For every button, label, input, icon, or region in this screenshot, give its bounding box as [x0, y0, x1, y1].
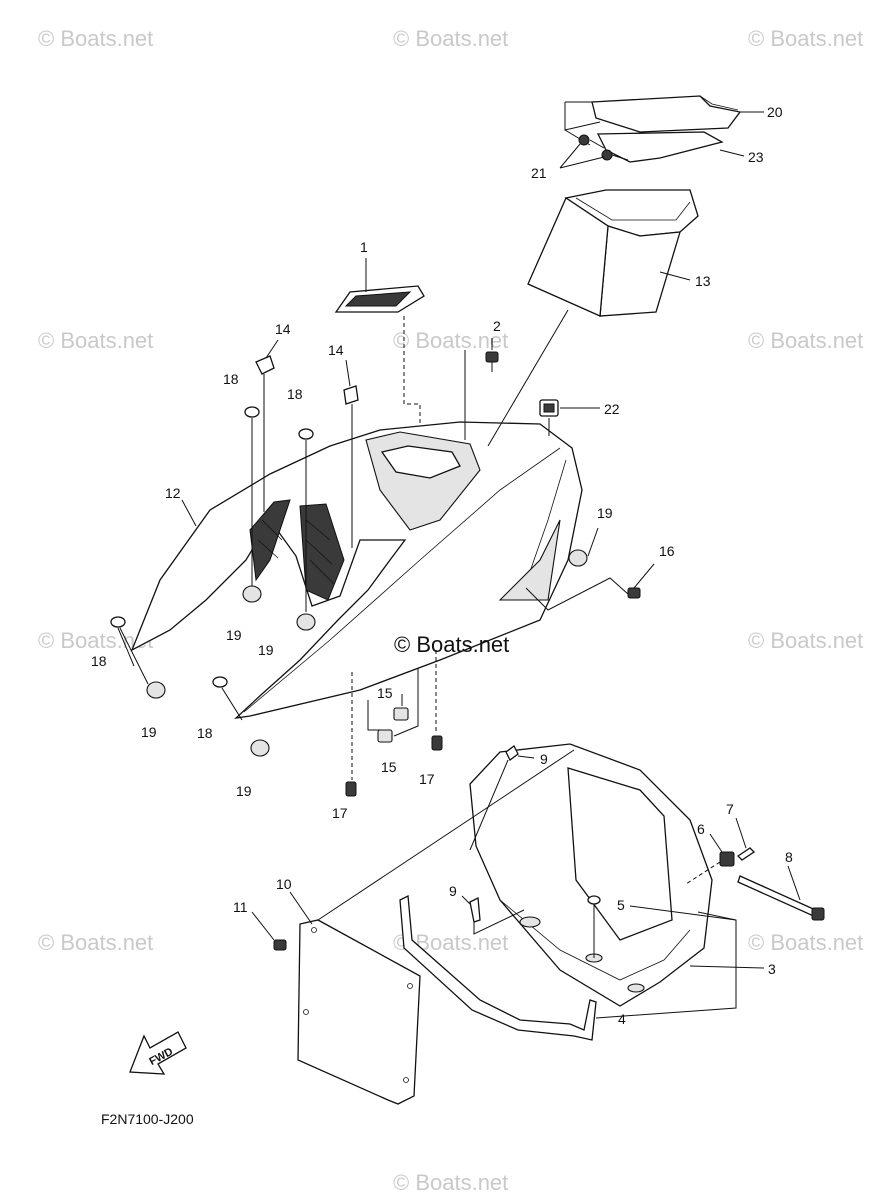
screw-part-11[interactable] — [273, 939, 287, 951]
callout-5: 5 — [617, 897, 625, 913]
vent-grille-part-1[interactable] — [334, 285, 425, 313]
watermark: © Boats.net — [748, 628, 863, 653]
watermark: © Boats.net — [748, 26, 863, 51]
pin-part-7[interactable] — [736, 847, 756, 861]
callout-6: 6 — [697, 821, 705, 837]
panel-part-10[interactable] — [297, 919, 421, 1105]
watermark: © Boats.net — [38, 26, 153, 51]
callout-19: 19 — [236, 783, 252, 799]
callout-1: 1 — [360, 239, 368, 255]
seat-pad-part-23[interactable] — [596, 131, 724, 163]
callout-16: 16 — [659, 543, 675, 559]
screw-part-21[interactable] — [578, 134, 629, 161]
bolt-part-16[interactable] — [627, 587, 641, 599]
callout-14: 14 — [328, 342, 344, 358]
callout-18: 18 — [223, 371, 239, 387]
watermark: © Boats.net — [393, 328, 508, 353]
callout-14: 14 — [275, 321, 291, 337]
callout-18: 18 — [91, 653, 107, 669]
diagram-code: F2N7100-J200 — [101, 1111, 194, 1127]
callout-19: 19 — [141, 724, 157, 740]
callout-18: 18 — [197, 725, 213, 741]
callout-12: 12 — [165, 485, 181, 501]
rivet-part-5[interactable] — [587, 895, 601, 905]
leader-lines — [117, 111, 801, 1019]
callout-13: 13 — [695, 273, 711, 289]
callout-8: 8 — [785, 849, 793, 865]
fastener-part-14-right[interactable] — [343, 385, 359, 405]
callout-18: 18 — [287, 386, 303, 402]
watermark: © Boats.net — [393, 26, 508, 51]
seal-strip-part-4[interactable] — [399, 894, 597, 1041]
callout-10: 10 — [276, 876, 292, 892]
callout-17: 17 — [332, 805, 348, 821]
callout-17: 17 — [419, 771, 435, 787]
callout-9: 9 — [540, 751, 548, 767]
watermark: © Boats.net — [38, 328, 153, 353]
screw-part-17[interactable] — [345, 735, 443, 797]
callout-22: 22 — [604, 401, 620, 417]
bolt-part-2[interactable] — [485, 351, 499, 372]
callout-15: 15 — [381, 759, 397, 775]
callout-9: 9 — [449, 883, 457, 899]
callout-21: 21 — [531, 165, 547, 181]
grommet-part-19[interactable] — [146, 549, 588, 757]
seat-top-part-20[interactable] — [591, 95, 742, 133]
cable-part-8[interactable] — [737, 875, 825, 921]
callout-11: 11 — [233, 899, 248, 915]
center-watermark: © Boats.net — [394, 632, 509, 657]
callout-19: 19 — [226, 627, 242, 643]
callout-15: 15 — [377, 685, 393, 701]
lock-part-6[interactable] — [719, 851, 735, 867]
callout-19: 19 — [258, 642, 274, 658]
watermark: © Boats.net — [748, 328, 863, 353]
watermark: © Boats.net — [748, 930, 863, 955]
rivet-part-18[interactable] — [110, 406, 314, 688]
fastener-part-14-left[interactable] — [255, 355, 275, 375]
clip-part-22[interactable] — [539, 399, 559, 417]
callout-23: 23 — [748, 149, 764, 165]
storage-bin-part-13[interactable] — [527, 189, 699, 317]
callout-7: 7 — [726, 801, 734, 817]
storage-tub-part-3[interactable] — [469, 743, 713, 1007]
callout-4: 4 — [618, 1011, 626, 1027]
clip-part-9[interactable] — [469, 745, 519, 923]
watermark: © Boats.net — [38, 930, 153, 955]
nut-part-15[interactable] — [377, 707, 409, 743]
callout-labels: 1 2 3 4 5 6 7 8 9 9 10 11 12 13 14 14 15… — [91, 104, 793, 1027]
watermark-layer: © Boats.net © Boats.net © Boats.net © Bo… — [38, 26, 863, 1195]
rear-body-cover-part-12[interactable] — [130, 421, 583, 719]
callout-3: 3 — [768, 961, 776, 977]
callout-2: 2 — [493, 318, 501, 334]
grille-ribs — [249, 499, 345, 601]
callout-20: 20 — [767, 104, 783, 120]
fwd-arrow-icon: FWD — [129, 1031, 187, 1075]
callout-19: 19 — [597, 505, 613, 521]
watermark: © Boats.net — [393, 1170, 508, 1195]
